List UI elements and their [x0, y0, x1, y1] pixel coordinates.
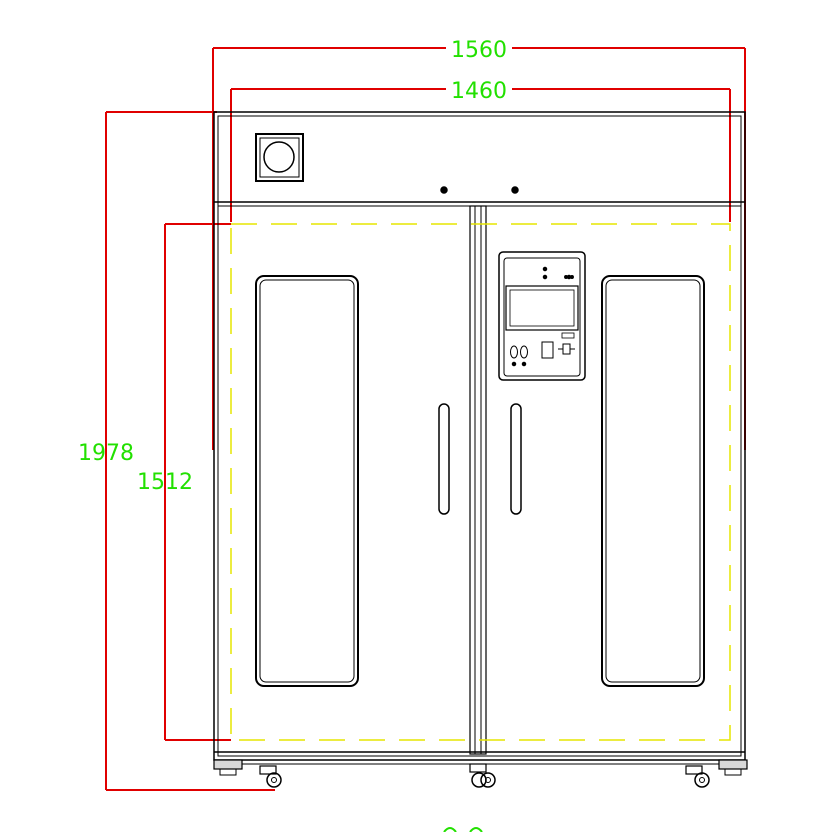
dimension-lines	[105, 47, 746, 791]
caster-center-icon	[469, 763, 496, 788]
dim-text-overall-height: 1978	[78, 441, 134, 466]
dim-text-inner-height: 1512	[137, 470, 193, 495]
right-door-handle	[510, 403, 522, 515]
caster-right-icon	[685, 759, 748, 788]
panel-indicator-icon	[520, 345, 528, 359]
dim-text-overall-width: 1560	[451, 38, 507, 63]
right-door-window	[601, 275, 705, 687]
control-panel-display	[505, 285, 579, 331]
control-panel	[498, 251, 586, 381]
door-center-mullion	[469, 205, 487, 755]
panel-indicator-icon	[510, 345, 518, 359]
cabinet-outer-frame	[213, 111, 746, 761]
dial-meter-frame	[255, 133, 304, 182]
panel-socket-icon	[562, 343, 571, 355]
caster-left-icon	[213, 759, 282, 788]
dial-meter-icon	[263, 141, 295, 173]
panel-switch-icon	[541, 341, 554, 359]
bottom-mark	[443, 827, 483, 832]
dim-text-inner-width: 1460	[451, 79, 507, 104]
cabinet-body	[213, 111, 748, 788]
left-door-handle	[438, 403, 450, 515]
hidden-interior-outline	[230, 223, 731, 741]
left-door-window	[255, 275, 359, 687]
dimension-texts: 1560 1460 1978 1512	[78, 36, 512, 495]
header-screw-icon	[440, 186, 448, 194]
header-screw-icon	[511, 186, 519, 194]
